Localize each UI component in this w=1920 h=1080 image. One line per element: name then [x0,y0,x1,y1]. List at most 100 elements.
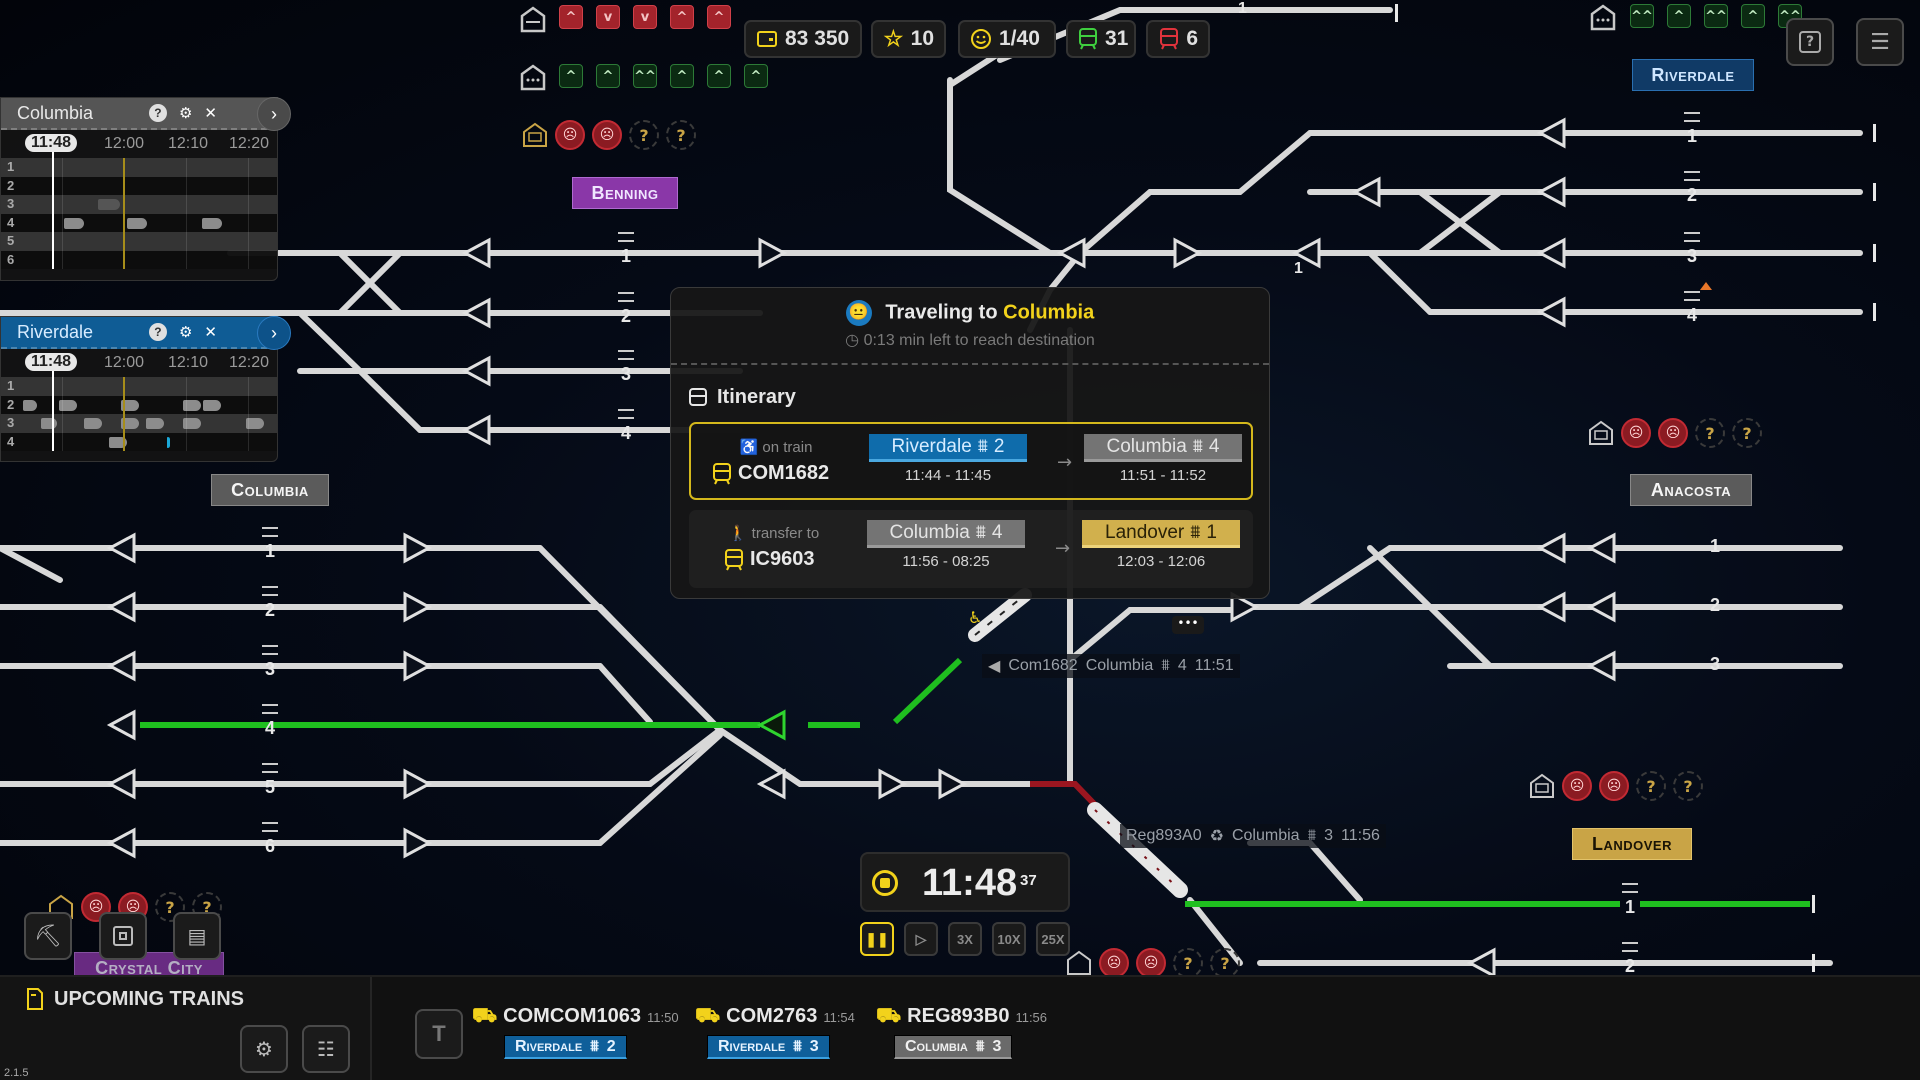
schedule-block[interactable] [23,399,37,411]
play-button[interactable]: ▷ [904,922,938,956]
track-number: 1 [614,232,638,267]
station-label-landover[interactable]: Landover [1572,828,1692,860]
station-label-benning[interactable]: Benning [572,177,678,209]
gear-icon[interactable]: ⚙ [178,105,193,122]
schedule-block[interactable] [121,399,139,411]
outbound-button[interactable]: ^ [1667,4,1691,28]
schedule-block[interactable] [98,199,120,210]
train-id: Com1682 [1008,657,1078,674]
outbound-button[interactable]: ^^ [1704,4,1728,28]
more-options-icon[interactable]: ••• [1172,616,1204,634]
platform-icon: ⩩ [793,1037,802,1055]
construction-worker-icon: ⛏ [34,923,62,949]
close-icon[interactable]: ✕ [204,324,217,341]
track-number: 2 [1618,942,1642,977]
help-button[interactable]: ? [1786,18,1834,66]
station-label-anacosta[interactable]: Anacosta [1630,474,1752,506]
schedule-block[interactable] [84,418,102,429]
unknown-passenger-icon: ? [629,120,659,150]
outbound-button[interactable]: ^ [596,64,620,88]
schedule-block[interactable] [203,399,221,411]
outbound-button[interactable]: ^^ [1630,4,1654,28]
train-tag-reg893a0[interactable]: Reg893A0 ♻ Columbia ⩩ 3 11:56 [1120,824,1386,848]
station-mood-braddock[interactable]: ☹ ☹ ? ? [1066,948,1240,978]
inbound-button[interactable]: v [633,5,657,29]
outbound-button[interactable]: ^ [744,64,768,88]
time-tick: 12:00 [104,135,145,152]
signals[interactable] [108,118,1616,978]
outbound-button[interactable]: ^ [1741,4,1765,28]
station-entry-icon[interactable] [518,62,548,92]
station-mood-landover[interactable]: ☹ ☹ ? ? [1529,771,1703,801]
platform-icon: ⩩ [1190,521,1201,543]
sad-passenger-icon: ☹ [555,120,585,150]
schedule-block[interactable] [64,217,84,229]
schedule-block[interactable] [183,399,201,411]
timetable-station-name: Columbia [17,102,94,123]
automation-button[interactable] [99,912,147,960]
train-reg893a0[interactable] [1087,802,1188,898]
guide-book-button[interactable]: ▤ [173,912,221,960]
train-com1682[interactable] [968,588,1032,642]
timetable-rows[interactable]: 1 2 3 4 [1,371,277,451]
station-label-columbia[interactable]: Columbia [211,474,329,506]
help-icon[interactable]: ? [148,104,167,122]
time-tick: 12:20 [229,135,270,152]
record-icon[interactable] [872,870,898,896]
outbound-button[interactable]: ^ [707,64,731,88]
filter-t-button[interactable]: T [415,1009,463,1059]
timetable-rows[interactable]: 1 2 3 4 5 6 [1,152,277,269]
schedule-block[interactable] [121,418,139,429]
construction-button[interactable]: ⛏ [24,912,72,960]
platform-badge: Riverdale⩩2 [504,1035,627,1059]
station-mood-benning[interactable]: ☹ ☹ ? ? [522,120,696,150]
outbound-button[interactable]: ^ [670,64,694,88]
schedule-settings-button[interactable]: ⚙ [240,1025,288,1073]
help-icon[interactable]: ? [148,323,167,341]
speed-3x-button[interactable]: 3X [948,922,982,956]
track-number: 2 [1680,171,1704,206]
train-tag-com1682[interactable]: ◀ Com1682 Columbia ⩩ 4 11:51 [982,654,1240,678]
unknown-passenger-icon: ? [1636,771,1666,801]
platform-number: 2 [606,1037,616,1055]
schedule-block[interactable] [246,418,264,429]
filter-sliders-button[interactable]: ☷ [302,1025,350,1073]
schedule-block[interactable] [167,436,170,448]
inbound-button[interactable]: v [596,5,620,29]
schedule-block[interactable] [41,418,57,429]
speed-10x-button[interactable]: 10X [992,922,1026,956]
inbound-button[interactable]: ^ [670,5,694,29]
inbound-button[interactable]: ^ [707,5,731,29]
itinerary-leg-transfer[interactable]: 🚶 transfer to IC9603 Columbia⩩4 11:56 - … [689,510,1253,588]
popup-divider [671,363,1269,365]
arrival-platform: Columbia⩩4 [1084,434,1242,462]
schedule-block[interactable] [146,418,164,429]
station-entry-icon[interactable] [1588,2,1618,32]
station-entry-icon[interactable] [518,4,548,34]
station-label-riverdale[interactable]: Riverdale [1632,59,1754,91]
inbound-button[interactable]: ^ [559,5,583,29]
platform-number: 3 [809,1037,819,1055]
close-icon[interactable]: ✕ [204,105,217,122]
schedule-block[interactable] [202,217,222,229]
schedule-block[interactable] [109,436,127,448]
expand-chevron-icon[interactable]: › [257,97,291,131]
gear-icon[interactable]: ⚙ [178,324,193,341]
speed-25x-button[interactable]: 25X [1036,922,1070,956]
station-name: Riverdale [515,1037,583,1055]
pause-button[interactable]: ❚❚ [860,922,894,956]
station-mood-anacosta[interactable]: ☹ ☹ ? ? [1588,418,1762,448]
schedule-block[interactable] [183,418,201,429]
outbound-button[interactable]: ^^ [633,64,657,88]
expand-chevron-icon[interactable]: › [257,316,291,350]
caret-left-icon: ◀ [988,658,1001,675]
schedule-block[interactable] [59,399,77,411]
schedule-block[interactable] [127,217,147,229]
itinerary-leg-current[interactable]: ♿ on train COM1682 Riverdale⩩2 11:44 - 1… [689,422,1253,500]
menu-button[interactable]: ☰ [1856,18,1904,66]
outbound-button[interactable]: ^ [559,64,583,88]
